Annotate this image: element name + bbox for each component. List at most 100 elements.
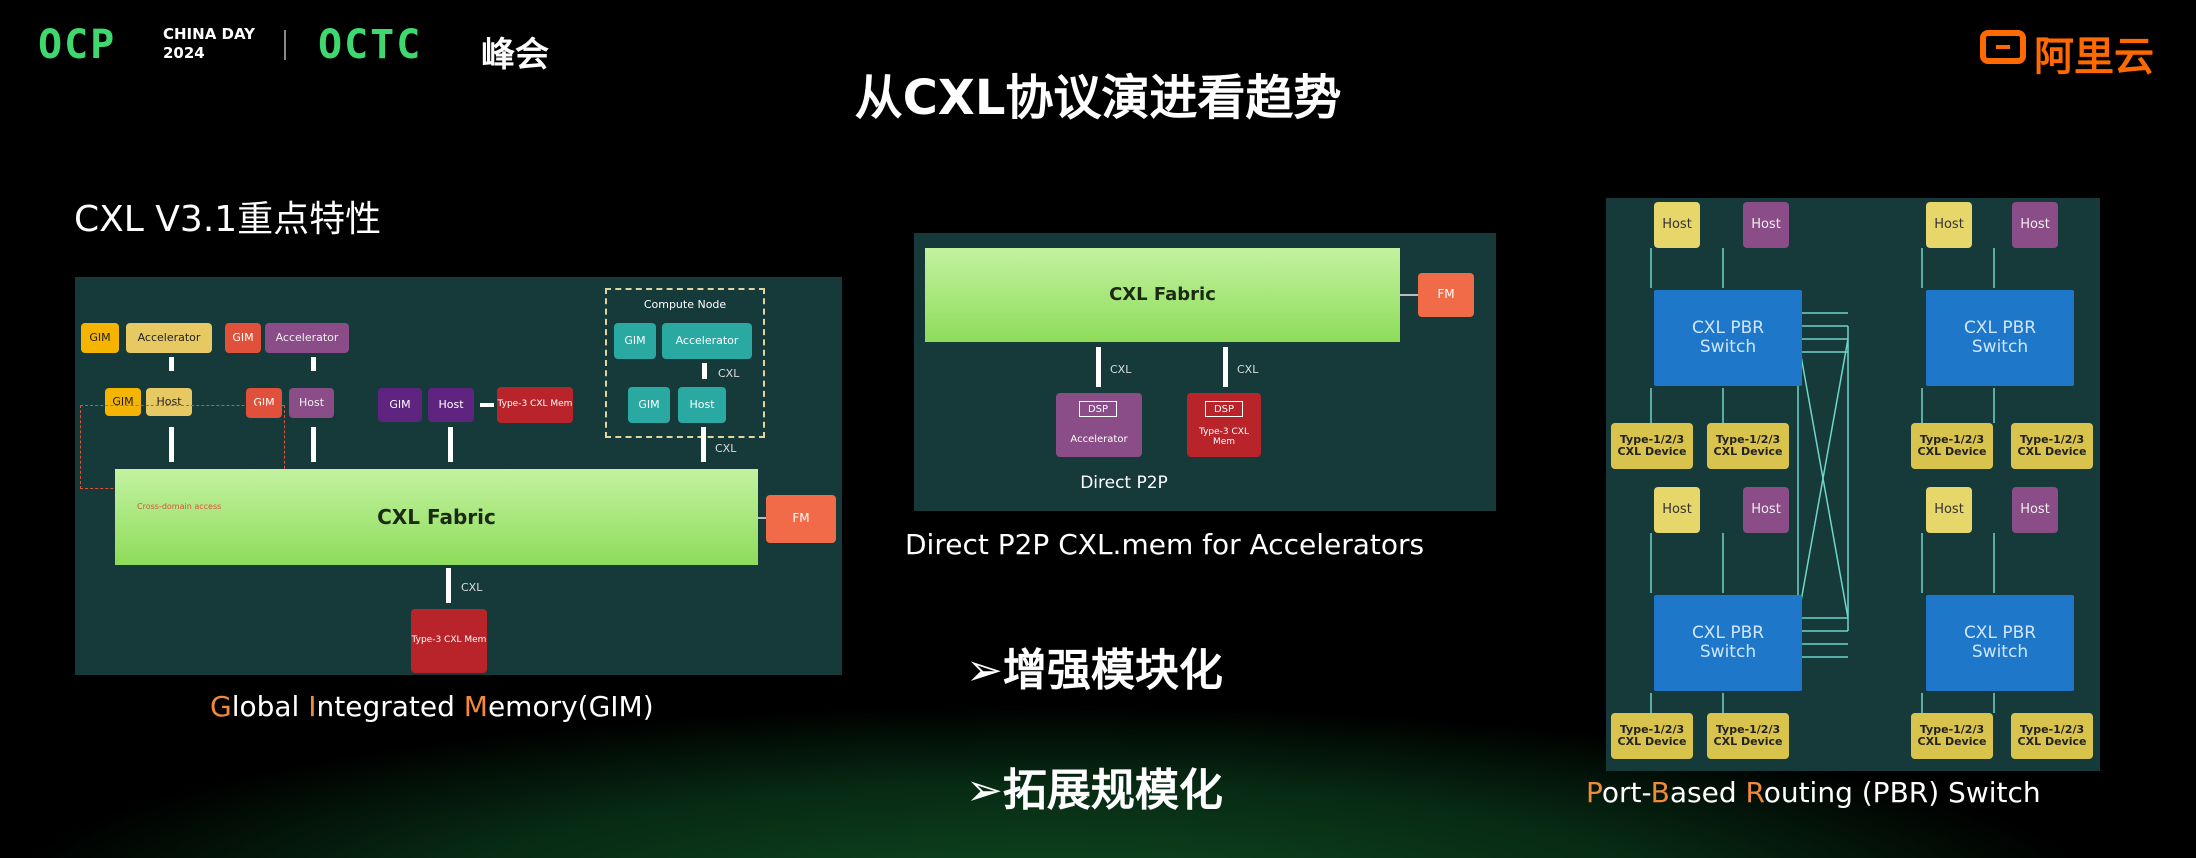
compute-node-label: Compute Node [643,298,727,311]
caption-highlight: R [1745,776,1764,809]
device-label: Type-1/2/3 [2019,722,2085,736]
compute-node-frame [605,288,765,438]
pbr-switch: CXL PBR Switch [1654,290,1802,386]
device-label: CXL Device [1917,445,1987,458]
arrow [169,357,174,371]
arrow [1096,347,1101,387]
switch-label: Switch [1699,337,1757,357]
cxl-fabric-block: CXL Fabric [115,469,758,565]
host-block: Host [1743,487,1789,533]
switch-label: CXL PBR [1963,623,2037,644]
caption-highlight: B [1650,776,1670,809]
gim-block: GIM [225,323,261,353]
switch-label: Switch [1971,642,2029,662]
gim-block: GIM [628,387,670,423]
caption-text: emory(GIM) [487,690,654,723]
cxl-label: CXL [1237,363,1259,376]
ocp-logo: OCP [38,22,117,68]
pbr-diagram: Host Host Host Host CXL PBR Switch CXL P… [1606,198,2100,771]
caption-highlight: M [463,690,488,723]
p2p-caption: Direct P2P CXL.mem for Accelerators [905,528,1425,561]
accelerator-block: Accelerator [265,323,349,353]
page-title: 从CXL协议演进看趋势 [854,70,1342,126]
switch-label: CXL PBR [1691,318,1765,339]
china-day-label: CHINA DAY [163,25,256,43]
type3-label: Type-3 CXL Mem [1199,427,1249,447]
arrow [701,427,706,462]
arrow [448,427,453,462]
caption-highlight: G [210,690,232,723]
cxl-label: CXL [1110,363,1132,376]
header-divider [284,30,286,60]
gim-block: GIM [81,323,119,353]
host-block: Host [1926,487,1972,533]
gim-block: GIM [378,388,422,422]
gim-block: GIM [105,388,141,416]
gim-diagram: GIM Accelerator GIM Host GIM Accelerator… [75,277,842,675]
switch-label: Switch [1699,642,1757,662]
gim-caption: Global Integrated Memory(GIM) [210,690,654,723]
connector-line [758,517,766,519]
host-block: Host [146,388,192,416]
device-label: Type-1/2/3 [1715,722,1781,736]
fm-block: FM [1418,273,1474,317]
host-block: Host [1654,202,1700,248]
cxl-fabric-block: CXL Fabric [925,248,1400,342]
gim-block: GIM [614,323,656,359]
switch-label: CXL PBR [1691,623,1765,644]
direct-p2p-label: Direct P2P [1080,473,1168,493]
cxl-label: CXL [715,442,737,455]
device-label: Type-1/2/3 [1619,432,1685,446]
summit-label: 峰会 [481,35,549,75]
arrow [446,568,451,603]
octc-logo: OCTC [318,22,423,68]
type3-device: DSP Type-3 CXL Mem [1187,393,1261,457]
host-block: Host [289,388,334,418]
device-label: CXL Device [2017,735,2087,748]
bullet-scalability: ➢拓展规模化 [966,765,1223,816]
bullet-modularity: ➢增强模块化 [966,645,1223,696]
aliyun-icon [1980,30,2026,64]
device-label: Type-1/2/3 [1715,432,1781,446]
type3-mem-block: Type-3 CXL Mem [411,609,487,673]
device-label: CXL Device [1917,735,1987,748]
accelerator-device: DSP Accelerator [1056,393,1142,457]
device-label: CXL Device [1713,445,1783,458]
caption-highlight: I [308,690,317,723]
caption-highlight: P [1586,776,1602,809]
device-label: Type-1/2/3 [1919,432,1985,446]
device-label: CXL Device [2017,445,2087,458]
connector-line [1400,294,1418,296]
type3-mem-block: Type-3 CXL Mem [497,387,573,423]
section-subtitle: CXL V3.1重点特性 [74,199,382,240]
accelerator-block: Accelerator [126,323,212,353]
aliyun-logo-text: 阿里云 [2034,34,2154,80]
caption-text: ort- [1601,776,1651,809]
switch-label: Switch [1971,337,2029,357]
accelerator-block: Accelerator [662,323,752,359]
host-block: Host [2012,487,2058,533]
arrow [702,363,707,379]
pbr-switch: CXL PBR Switch [1654,595,1802,691]
device-label: CXL Device [1617,445,1687,458]
host-block: Host [1926,202,1972,248]
caption-text: ntegrated [316,690,464,723]
arrow [480,403,494,407]
arrow [311,357,316,371]
host-block: Host [1654,487,1700,533]
caption-text: ased [1669,776,1746,809]
fm-block: FM [766,495,836,543]
pbr-switch: CXL PBR Switch [1926,290,2074,386]
p2p-diagram: CXL Fabric FM CXL CXL DSP Accelerator DS… [914,233,1496,511]
device-label: CXL Device [1713,735,1783,748]
arrow [169,427,174,462]
pbr-caption: Port-Based Routing (PBR) Switch [1586,776,2041,809]
cxl-label: CXL [718,367,740,380]
year-label: 2024 [163,44,205,62]
